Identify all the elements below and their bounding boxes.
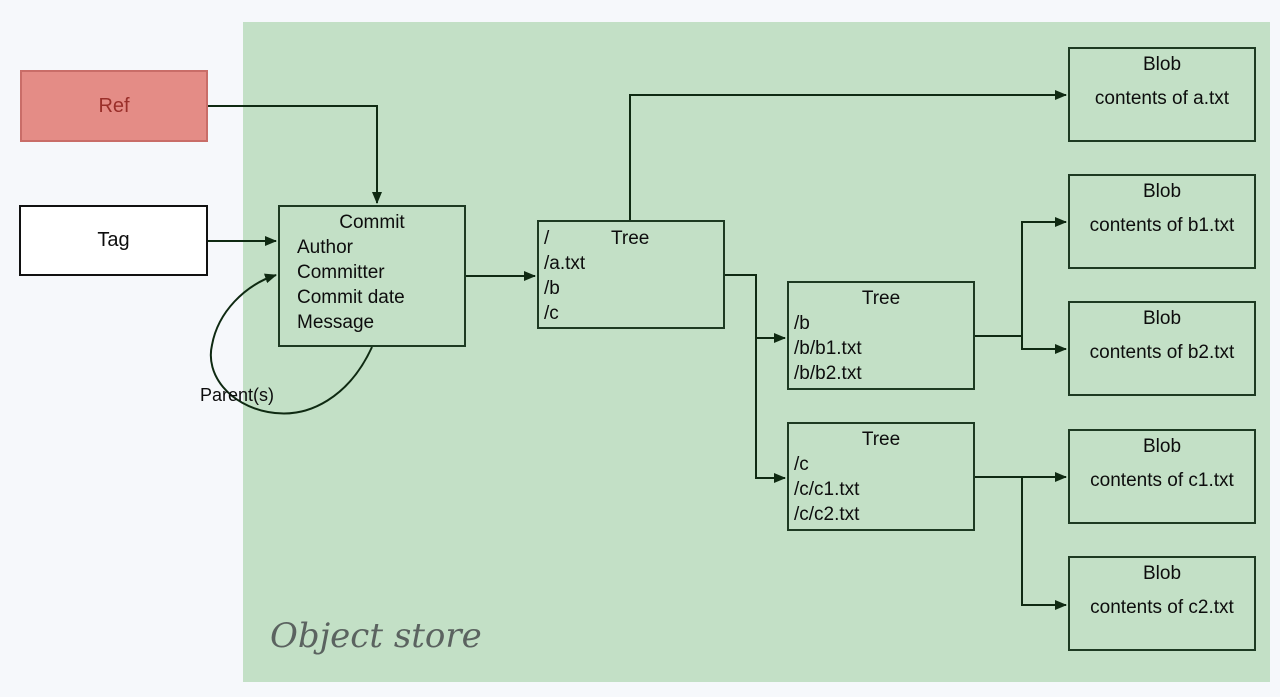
commit-field-committer: Committer [297, 262, 385, 283]
ref-label: Ref [98, 94, 130, 117]
ref-node: Ref [20, 70, 208, 142]
edge-tree-to-tree-b [725, 274, 786, 343]
tag-label: Tag [97, 229, 130, 251]
tree-root-item: /c [544, 303, 559, 324]
edge-commit-parent-loop [209, 273, 373, 415]
tree-b-item: /b/b2.txt [794, 363, 862, 384]
commit-title: Commit [339, 212, 405, 233]
blob-c2-title: Blob [1142, 563, 1182, 584]
parent-label: Parent(s) [200, 385, 275, 405]
blob-c1-content: contents of c1.txt [1090, 470, 1234, 491]
blob-b2-content: contents of b2.txt [1089, 342, 1235, 363]
blob-b2-node: Blob contents of b2.txt [1068, 301, 1256, 396]
object-store-label: Object store [270, 616, 482, 656]
tree-b-node: Tree /b /b/b1.txt /b/b2.txt [787, 281, 975, 390]
edge-tree-to-blob-a [629, 90, 1067, 220]
blob-a-content: contents of a.txt [1094, 88, 1230, 109]
edge-tree-to-tree-c [755, 338, 786, 483]
tree-b-item: /b/b1.txt [794, 338, 862, 359]
edge-treec-to-blob-c2 [1021, 477, 1067, 610]
blob-a-node: Blob contents of a.txt [1068, 47, 1256, 142]
tree-root-title: Tree [611, 228, 650, 249]
commit-field-author: Author [297, 237, 353, 258]
tree-c-title: Tree [861, 429, 901, 450]
tree-root-node: / Tree /a.txt /b /c [537, 220, 725, 329]
commit-field-commit-date: Commit date [297, 287, 405, 308]
blob-b1-content: contents of b1.txt [1089, 215, 1235, 236]
commit-field-message: Message [297, 312, 375, 333]
blob-b2-title: Blob [1142, 308, 1182, 329]
blob-b1-node: Blob contents of b1.txt [1068, 174, 1256, 269]
edge-treeb-to-blob-b2 [1021, 336, 1067, 354]
tree-c-item: /c/c1.txt [794, 479, 860, 500]
edge-ref-to-commit [208, 105, 382, 204]
tree-root-path: / [544, 228, 550, 249]
tree-c-item: /c/c2.txt [794, 504, 860, 525]
tree-c-node: Tree /c /c/c1.txt /c/c2.txt [787, 422, 975, 531]
blob-c1-node: Blob contents of c1.txt [1068, 429, 1256, 524]
blob-c2-node: Blob contents of c2.txt [1068, 556, 1256, 651]
blob-b1-title: Blob [1142, 181, 1182, 202]
commit-node: Commit Author Committer Commit date Mess… [278, 205, 466, 347]
tree-c-item: /c [794, 454, 809, 475]
tree-b-item: /b [794, 313, 810, 334]
tree-root-item: /b [544, 278, 560, 299]
blob-c1-title: Blob [1142, 436, 1182, 457]
edge-treeb-to-blob-b1 [975, 217, 1067, 337]
tag-node: Tag [19, 205, 208, 276]
tree-b-title: Tree [861, 288, 901, 309]
tree-root-item: /a.txt [544, 253, 586, 274]
blob-a-title: Blob [1142, 54, 1182, 75]
blob-c2-content: contents of c2.txt [1090, 597, 1234, 618]
